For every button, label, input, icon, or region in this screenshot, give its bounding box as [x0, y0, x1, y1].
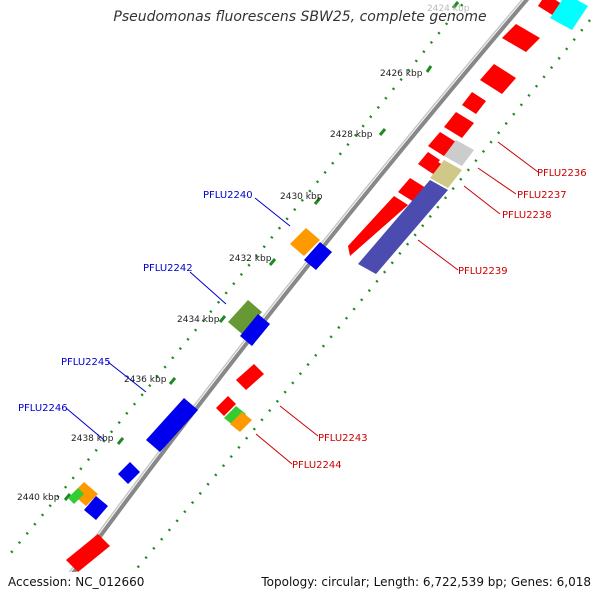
tick-label: 2434 kbp — [177, 315, 220, 325]
cds-feature[interactable] — [66, 534, 110, 572]
cds-feature[interactable] — [480, 64, 516, 94]
cds-reverse-track — [66, 0, 562, 572]
cds-feature[interactable] — [118, 462, 140, 484]
tick-marks-outer — [132, 19, 591, 572]
map-title: Pseudomonas fluorescens SBW25, complete … — [113, 9, 487, 25]
cds-feature-pflu2246[interactable] — [72, 482, 98, 506]
gene-label[interactable]: PFLU2236 — [537, 168, 587, 179]
cds-feature[interactable] — [550, 0, 588, 30]
gene-label[interactable]: PFLU2240 — [203, 190, 253, 201]
tick-label: 2436 kbp — [124, 375, 167, 385]
cds-forward-track — [68, 228, 332, 520]
gene-label[interactable]: PFLU2237 — [517, 190, 567, 201]
gene-label[interactable]: PFLU2244 — [292, 460, 342, 471]
cds-feature-pflu2243[interactable] — [216, 396, 236, 416]
tick-marks-inner — [4, 0, 468, 561]
tick-marks-major — [63, 1, 460, 501]
tick-label: 2440 kbp — [17, 493, 60, 503]
cds-feature[interactable] — [444, 112, 474, 138]
cds-outer-track — [358, 0, 588, 274]
cds-feature-pflu2237-outer[interactable] — [430, 160, 462, 188]
gene-label[interactable]: PFLU2242 — [143, 263, 193, 274]
genome-summary: Topology: circular; Length: 6,722,539 bp… — [261, 575, 591, 589]
tick-labels: 2424 kbp 2426 kbp 2428 kbp 2430 kbp 2432… — [17, 4, 470, 503]
cds-feature[interactable] — [240, 314, 270, 346]
genome-backbone — [71, 0, 530, 572]
tick-label: 2430 kbp — [280, 192, 323, 202]
tick-label: 2426 kbp — [380, 69, 423, 79]
tick-label: 2428 kbp — [330, 130, 373, 140]
cds-feature-pflu2242[interactable] — [228, 300, 262, 334]
cds-feature-pflu2240[interactable] — [290, 228, 320, 256]
cds-feature[interactable] — [84, 496, 108, 520]
gene-label[interactable]: PFLU2238 — [502, 210, 552, 221]
gene-label[interactable]: PFLU2243 — [318, 433, 368, 444]
cds-feature[interactable] — [304, 242, 332, 270]
tick-label: 2438 kbp — [71, 434, 114, 444]
cds-feature[interactable] — [236, 364, 264, 390]
cds-feature-pflu2245[interactable] — [146, 398, 198, 452]
label-connectors — [65, 141, 539, 465]
gene-label[interactable]: PFLU2239 — [458, 266, 508, 277]
genome-backbone-highlight — [68, 0, 523, 572]
cds-feature-pflu2244[interactable] — [224, 406, 246, 426]
cds-feature[interactable] — [418, 152, 440, 172]
gene-label[interactable]: PFLU2246 — [18, 403, 68, 414]
cds-feature-pflu2238[interactable] — [348, 196, 408, 256]
cds-feature-pflu2236-outer[interactable] — [444, 140, 474, 166]
cds-feature[interactable] — [230, 412, 252, 432]
tick-label: 2424 kbp — [427, 4, 470, 14]
cds-feature[interactable] — [462, 92, 486, 114]
cds-feature-pflu2239[interactable] — [358, 180, 448, 274]
tick-label: 2432 kbp — [229, 254, 272, 264]
cds-feature[interactable] — [68, 488, 84, 504]
gene-labels: PFLU2236 PFLU2237 PFLU2238 PFLU2239 PFLU… — [18, 168, 587, 471]
gene-label[interactable]: PFLU2245 — [61, 357, 111, 368]
cds-feature[interactable] — [502, 24, 540, 52]
accession-label: Accession: NC_012660 — [8, 575, 145, 589]
